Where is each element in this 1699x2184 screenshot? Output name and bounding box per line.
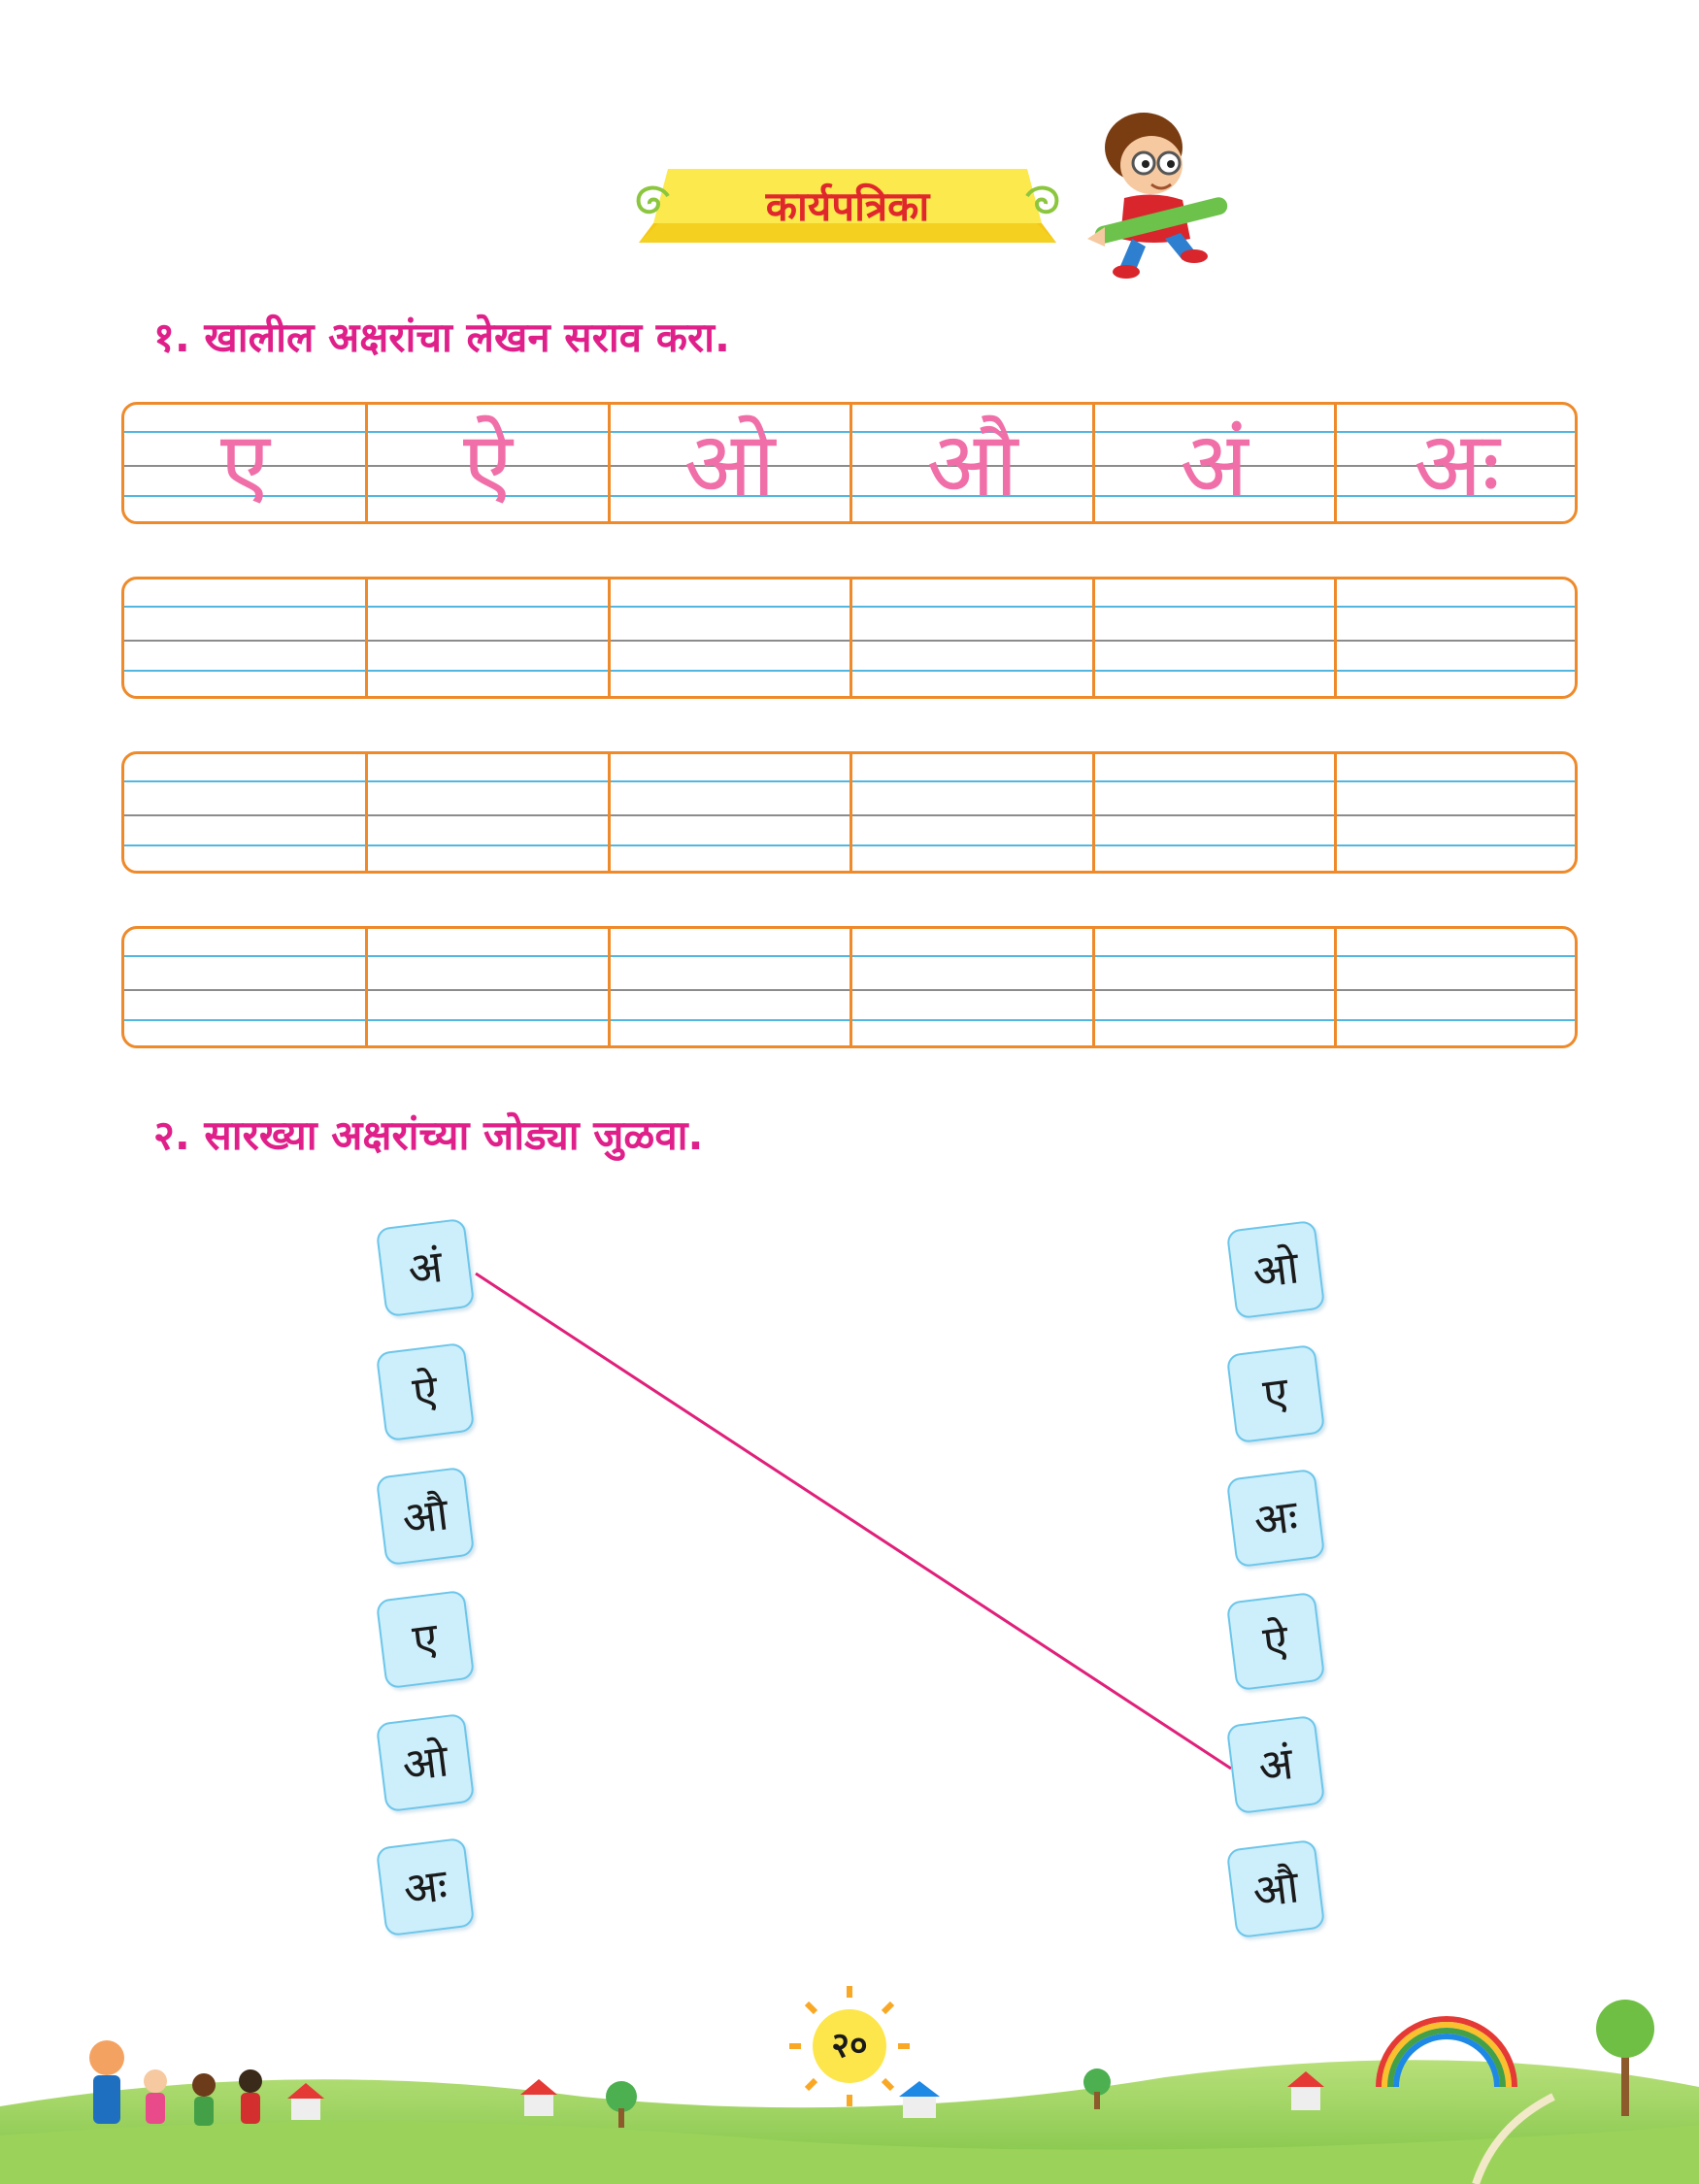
trace-letter: औ xyxy=(926,413,1018,516)
tracing-row: ए ऐ ओ औ अं अः xyxy=(121,402,1578,524)
worksheet-title: कार्यपत्रिका xyxy=(765,182,930,230)
cell-divider xyxy=(1334,929,1337,1045)
footer-landscape-illustration xyxy=(0,1986,1699,2184)
right-letter-tile[interactable]: औ xyxy=(1225,1838,1326,1939)
cell-divider xyxy=(1334,579,1337,696)
cell-divider xyxy=(608,929,611,1045)
right-letter-tile[interactable]: ऐ xyxy=(1225,1591,1326,1692)
trace-letter: ऐ xyxy=(463,413,513,516)
left-letter-tile[interactable]: ए xyxy=(375,1589,476,1690)
cell-divider xyxy=(850,929,852,1045)
cell-divider xyxy=(1334,405,1337,521)
cell-divider xyxy=(365,929,368,1045)
left-letter-tile[interactable]: औ xyxy=(375,1466,476,1567)
writing-row[interactable] xyxy=(121,577,1578,699)
cell-divider xyxy=(850,405,852,521)
boy-with-pencil-illustration xyxy=(1087,113,1228,279)
title-banner xyxy=(636,169,1059,243)
cell-divider xyxy=(850,754,852,871)
left-letter-tile[interactable]: ओ xyxy=(375,1712,476,1813)
writing-row[interactable] xyxy=(121,751,1578,874)
cell-divider xyxy=(608,579,611,696)
cell-divider xyxy=(850,579,852,696)
exercise-1-heading: १. खालील अक्षरांचा लेखन सराव करा. xyxy=(153,314,730,361)
trace-letter: ओ xyxy=(683,413,776,516)
writing-row[interactable] xyxy=(121,926,1578,1048)
right-letter-tile[interactable]: अः xyxy=(1225,1468,1326,1569)
cell-divider xyxy=(365,754,368,871)
left-letter-tile[interactable]: अः xyxy=(375,1837,476,1937)
trace-letter: अः xyxy=(1414,413,1500,516)
cell-divider xyxy=(1092,929,1095,1045)
cell-divider xyxy=(365,405,368,521)
right-letter-tile[interactable]: अं xyxy=(1225,1714,1326,1815)
left-letter-tile[interactable]: ऐ xyxy=(375,1341,476,1442)
left-letter-tile[interactable]: अं xyxy=(375,1217,476,1318)
match-line xyxy=(475,1272,1232,1770)
cell-divider xyxy=(365,579,368,696)
cell-divider xyxy=(1334,754,1337,871)
cell-divider xyxy=(1092,754,1095,871)
trace-letter: ए xyxy=(220,413,270,516)
cell-divider xyxy=(608,405,611,521)
cell-divider xyxy=(608,754,611,871)
cell-divider xyxy=(1092,405,1095,521)
page-number: २० xyxy=(831,2026,868,2066)
right-letter-tile[interactable]: ओ xyxy=(1225,1219,1326,1320)
trace-letter: अं xyxy=(1180,413,1249,516)
exercise-2-heading: २. सारख्या अक्षरांच्या जोड्या जुळवा. xyxy=(153,1111,704,1159)
cell-divider xyxy=(1092,579,1095,696)
right-letter-tile[interactable]: ए xyxy=(1225,1343,1326,1444)
